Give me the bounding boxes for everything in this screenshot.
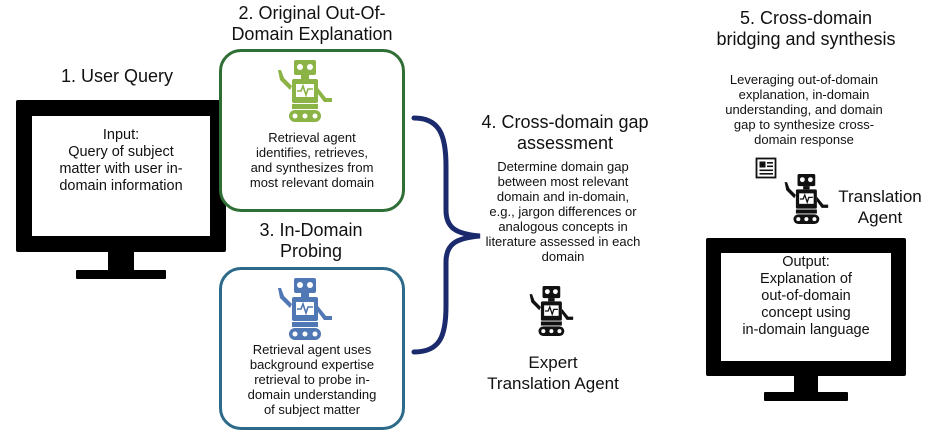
step2-description: Retrieval agent identifies, retrieves, a… (249, 130, 375, 190)
step2-title: 2. Original Out-Of- Domain Explanation (231, 3, 393, 44)
step3-description: Retrieval agent uses background expertis… (247, 342, 377, 417)
step5-description: Leveraging out-of-domain explanation, in… (725, 72, 883, 147)
expert-translation-agent-label: Expert Translation Agent (487, 353, 619, 393)
step2-panel (219, 49, 405, 212)
step5-title: 5. Cross-domain bridging and synthesis (716, 8, 896, 49)
output-screen-text: Output: Explanation of out-of-domain con… (742, 254, 870, 338)
step3-title: 3. In-Domain Probing (259, 220, 363, 261)
translation-agent-label: Translation Agent (838, 187, 922, 227)
step4-description: Determine domain gap between most releva… (485, 159, 641, 264)
translation-robot-icon (784, 174, 829, 224)
retrieval-robot-icon-blue (278, 278, 332, 340)
retrieval-robot-icon-green (278, 60, 332, 122)
merge-brace (411, 115, 481, 355)
user-query-screen-text: Input: Query of subject matter with user… (59, 127, 183, 194)
document-icon (755, 157, 777, 179)
expert-translation-robot-icon (529, 286, 574, 336)
step1-title: 1. User Query (60, 66, 174, 86)
step3-panel (219, 267, 405, 430)
step4-title: 4. Cross-domain gap assessment (481, 112, 649, 153)
